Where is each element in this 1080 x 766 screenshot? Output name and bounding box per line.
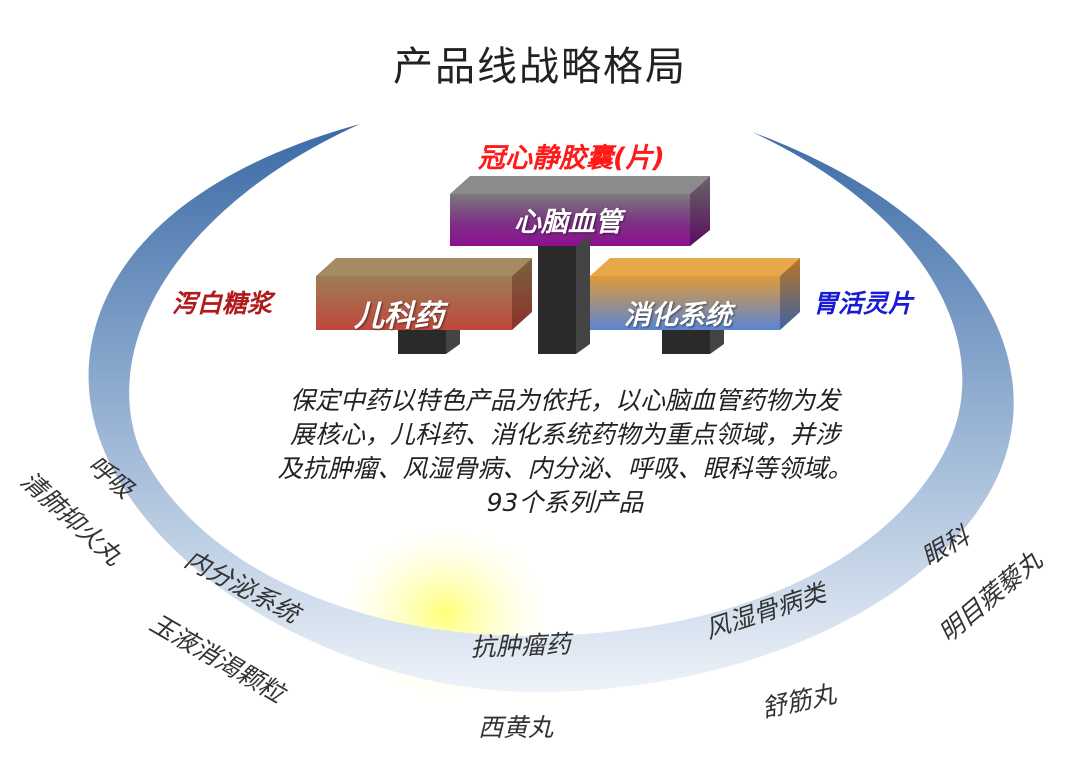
- product-top-label: 冠心静胶囊(片): [478, 143, 665, 174]
- area-product-oncology: 西黄丸: [478, 713, 554, 742]
- block-pediatrics-label: 儿科药: [354, 299, 444, 334]
- block-cardio: [450, 176, 710, 246]
- block-cardio-label: 心脑血管: [514, 207, 622, 238]
- strategy-description: 保定中药以特色产品为依托，以心脑血管药物为发 展核心，儿科药、消化系统药物为重点…: [215, 384, 915, 520]
- pillar-center: [538, 236, 590, 354]
- product-right-label: 胃活灵片: [813, 289, 914, 318]
- block-digestive-label: 消化系统: [624, 300, 732, 331]
- description-line: 及抗肿瘤、风湿骨病、内分泌、呼吸、眼科等领域。: [277, 454, 853, 483]
- block-digestive: [590, 258, 800, 330]
- page-title: 产品线战略格局: [393, 44, 687, 90]
- description-line: 93个系列产品: [486, 488, 644, 517]
- area-oncology: 抗肿瘤药: [470, 629, 572, 662]
- block-pediatrics: [316, 258, 532, 330]
- description-line: 保定中药以特色产品为依托，以心脑血管药物为发: [289, 386, 840, 415]
- description-line: 展核心，儿科药、消化系统药物为重点领域，并涉: [289, 420, 840, 449]
- product-left-label: 泻白糖浆: [172, 289, 273, 318]
